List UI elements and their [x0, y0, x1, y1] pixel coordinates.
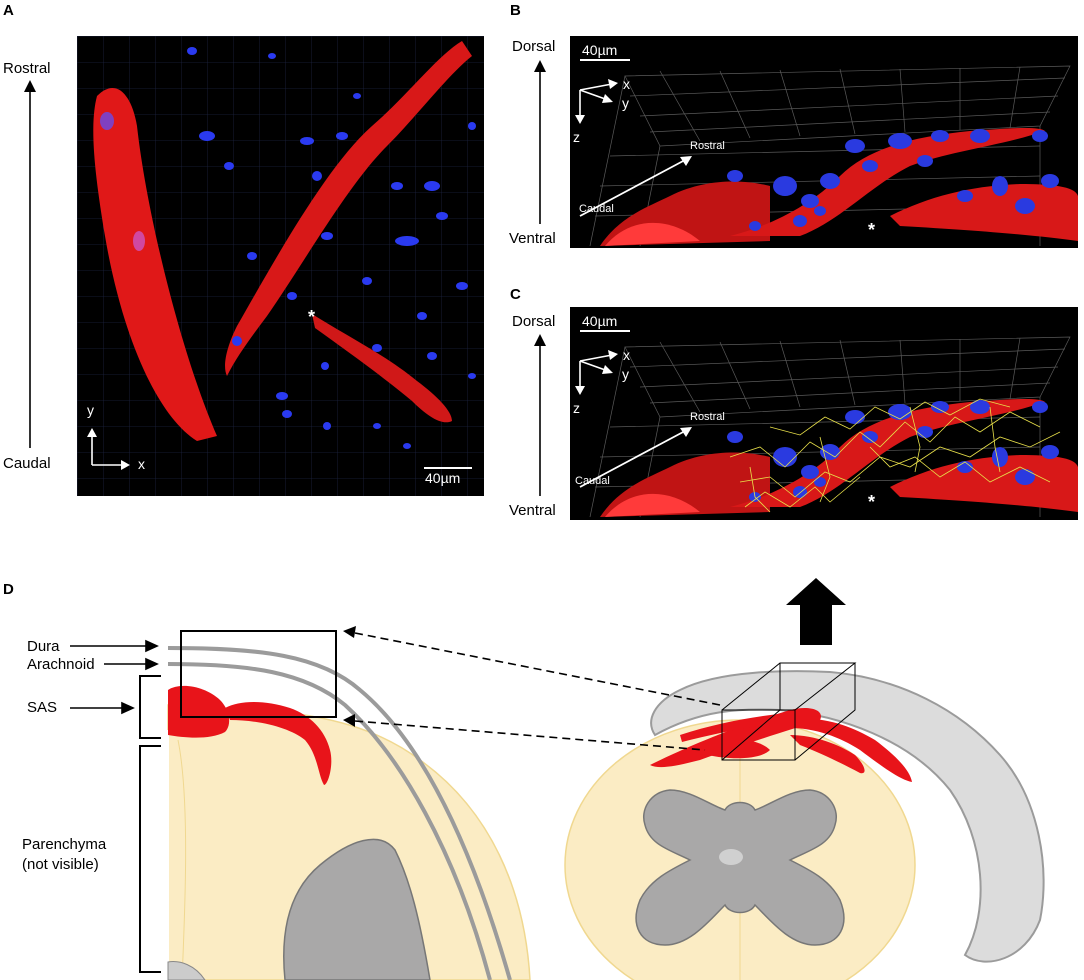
panel-d-letter: D [3, 581, 14, 598]
large-vessel [93, 87, 217, 441]
meninges-label-arrows [70, 639, 159, 715]
ventral-label-c: Ventral [509, 502, 556, 519]
xyz-axes-b [575, 79, 618, 124]
panel-a-render [77, 36, 484, 496]
cord-section-right [564, 662, 1045, 980]
panel-a-image [77, 36, 484, 496]
sas-bracket [139, 675, 161, 739]
xyz-axes-c [575, 350, 618, 395]
axis-x-b: x [623, 76, 630, 92]
caudal-label-b: Caudal [579, 203, 614, 215]
arachnoid-label: Arachnoid [27, 656, 95, 673]
xy-axes-a [87, 428, 130, 470]
panel-c-render [579, 336, 1078, 518]
zoom-connectors [354, 632, 721, 751]
cord-section-left [167, 630, 531, 980]
scalebar-label-a: 40µm [425, 470, 461, 486]
axis-z-b: z [573, 129, 580, 145]
blue-cells [187, 47, 476, 449]
axis-x-c: x [623, 347, 630, 363]
panel-d-diagram [70, 578, 1045, 980]
rostral-caudal-arrow [24, 80, 36, 448]
diagonal-vessel [225, 41, 472, 376]
panel-b-letter: B [510, 2, 521, 19]
asterisk-b: * [868, 220, 876, 240]
branch-vessel [312, 314, 452, 423]
ventral-label-b: Ventral [509, 230, 556, 247]
sas-label: SAS [27, 699, 58, 716]
parenchyma-note: (not visible) [22, 856, 99, 873]
parenchyma-bracket [139, 745, 161, 973]
up-arrow [786, 578, 846, 645]
rostral-label-c: Rostral [690, 411, 725, 423]
axis-y-c: y [622, 366, 629, 382]
axis-z-c: z [573, 400, 580, 416]
scalebar-a [424, 467, 472, 469]
panel-b-image [570, 36, 1078, 248]
panel-c-letter: C [510, 286, 521, 303]
scalebar-label-c: 40µm [582, 313, 618, 329]
panel-c-image [570, 307, 1078, 520]
panel-b-render [579, 65, 1078, 247]
axis-x-a: x [138, 456, 145, 472]
asterisk-c: * [868, 492, 876, 512]
dorsal-label-c: Dorsal [512, 313, 556, 330]
caudal-label-c: Caudal [575, 475, 610, 487]
panel-a-letter: A [3, 2, 14, 19]
rostral-label-a: Rostral [3, 60, 51, 77]
parenchyma-label: Parenchyma [22, 836, 107, 853]
caudal-label-a: Caudal [3, 455, 51, 472]
scalebar-c [580, 330, 630, 332]
rostral-label-b: Rostral [690, 140, 725, 152]
dura-label: Dura [27, 638, 60, 655]
dorsal-ventral-arrow-c [534, 334, 546, 496]
dorsal-ventral-arrow-b [534, 60, 546, 224]
axis-y-b: y [622, 95, 629, 111]
asterisk-a: * [308, 307, 316, 327]
axis-y-a: y [87, 402, 94, 418]
dorsal-label-b: Dorsal [512, 38, 556, 55]
scalebar-label-b: 40µm [582, 42, 618, 58]
scalebar-b [580, 59, 630, 61]
